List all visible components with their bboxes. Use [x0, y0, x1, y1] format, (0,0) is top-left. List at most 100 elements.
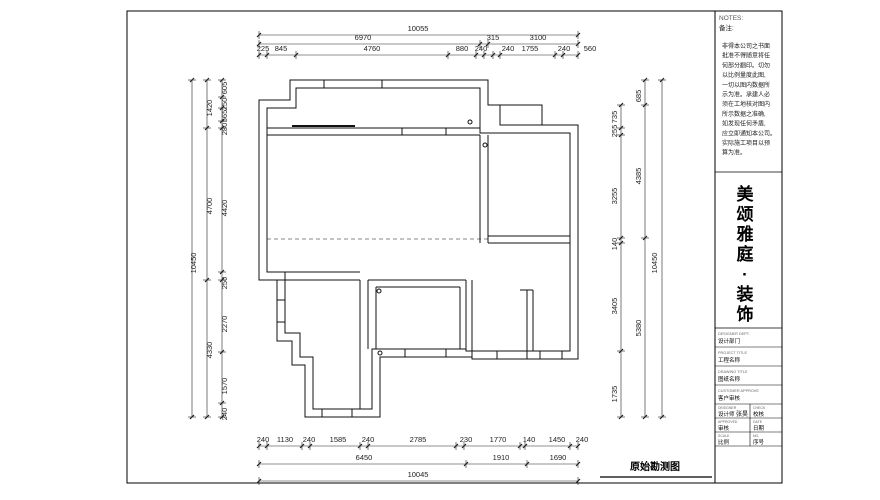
sign-label-en: DESIGNER: [718, 406, 737, 410]
brand-char: ·: [742, 265, 748, 284]
notes-line: 须在工地核对图内: [722, 100, 770, 108]
inner-wall: [266, 87, 571, 410]
sign-label-cn: 校核: [753, 410, 765, 418]
dim-bottom-row1: 1130: [277, 435, 293, 444]
dim-top-row3: 240: [502, 44, 515, 53]
dim-bottom-row1: 1585: [330, 435, 347, 444]
brand-char: 雅: [736, 224, 754, 244]
dim-left-inner: 240: [220, 408, 229, 421]
dim-top-row3: 1755: [522, 44, 539, 53]
title-block-label-cn: 图纸名称: [718, 375, 741, 383]
window: [321, 408, 353, 418]
dim-top-row3: 240: [475, 44, 488, 53]
dim-top-row3: 880: [456, 44, 469, 53]
dim-bottom-row1: 240: [257, 435, 270, 444]
dim-left-inner: 2270: [220, 316, 229, 333]
dim-left-mid: 1420: [205, 100, 214, 117]
dim-right-inner: 735: [610, 111, 619, 124]
dim-left-mid: 4700: [205, 198, 214, 215]
dim-bottom-row1: 230: [460, 435, 473, 444]
dim-left-inner: 1570: [220, 378, 229, 395]
dim-right-mid: 685: [634, 90, 643, 103]
dim-bottom-row1: 2785: [410, 435, 427, 444]
window: [404, 348, 447, 358]
dim-bottom-row1: 1770: [490, 435, 507, 444]
title-block-label-en: DRAWING TITLE: [718, 370, 748, 374]
brand-char: 庭: [737, 244, 754, 264]
notes-line: 非得本公司之书面: [722, 42, 770, 50]
dim-left-inner: 4420: [220, 200, 229, 217]
sign-label-cn: 设计师: [718, 410, 735, 418]
dim-left-inner: 565: [220, 110, 229, 123]
notes-text: 非得本公司之书面批准不得随意将任何部分翻印。切勿以比例量度此图,一切以图内数据所…: [722, 42, 776, 157]
dim-left-inner: 280: [220, 123, 229, 136]
dim-left-outer: 10450: [189, 253, 198, 274]
sheet-frame: [126, 10, 783, 484]
notes-line: 何部分翻印。切勿: [722, 61, 770, 69]
title-block-label-cn: 设计部门: [718, 337, 740, 345]
dim-top-row2: 6970: [355, 33, 372, 42]
sign-label-en: CHECK: [753, 406, 766, 410]
notes-panel: NOTES: 备注: 非得本公司之书面批准不得随意将任何部分翻印。切勿以比例量度…: [719, 15, 776, 157]
dim-left-inner: 250: [220, 98, 229, 111]
dim-right-inner: 140: [610, 238, 619, 251]
dim-bottom-row1: 240: [576, 435, 589, 444]
dim-left-mid: 4330: [205, 342, 214, 359]
sign-label-cn: 审核: [718, 424, 730, 432]
outer-wall: [258, 79, 579, 418]
dim-top-row3: 4760: [364, 44, 381, 53]
window: [496, 350, 528, 360]
brand-char: 饰: [737, 304, 754, 324]
dim-top-total: 10055: [408, 24, 429, 33]
brand-char: 颂: [737, 205, 754, 224]
sign-label-cn: 比例: [718, 438, 730, 446]
notes-line: 实际施工项目以预: [722, 139, 770, 147]
dim-right-inner: 3405: [610, 298, 619, 315]
title-block-label-en: PROJECT TITLE: [718, 351, 747, 355]
dim-bottom-total: 10045: [408, 470, 429, 479]
notes-line: 示为准。承建人必: [722, 91, 770, 99]
window: [401, 127, 447, 136]
dim-bottom-row1: 140: [523, 435, 536, 444]
drawing-title-block: 原始勘测图: [600, 460, 712, 478]
designer-name: 张昊: [736, 410, 748, 418]
dimension-labels: 10055 6970 315 3100 225 845 4760 880 240…: [189, 24, 659, 479]
sign-label-en: NO.: [753, 434, 759, 438]
title-block-label-en: CUSTOMER APPROVE: [718, 389, 759, 393]
dim-bottom-row1: 1450: [549, 435, 566, 444]
window: [539, 350, 563, 360]
sign-label-en: SCALE: [718, 434, 730, 438]
dim-right-outer: 10450: [650, 253, 659, 274]
notes-line: 一切以图内数据所: [722, 81, 770, 89]
brand-char: 美: [737, 184, 755, 204]
window: [499, 104, 543, 126]
notes-line: 所示数据之准确,: [722, 110, 766, 118]
dim-top-row3: 845: [275, 44, 288, 53]
dim-bottom-row2: 6450: [356, 453, 373, 462]
dim-top-row3: 560: [584, 44, 597, 53]
pipe-marker: [377, 350, 383, 356]
dim-bottom-row1: 240: [362, 435, 375, 444]
notes-line: 算为准。: [722, 149, 746, 157]
sign-label-cn: 日期: [753, 425, 765, 432]
dim-left-inner: 250: [220, 277, 229, 290]
dim-left-inner: 605: [220, 82, 229, 95]
dim-right-mid: 4385: [634, 168, 643, 185]
pipe-marker: [376, 288, 382, 294]
dim-right-inner: 3255: [610, 188, 619, 205]
dim-top-row2: 3100: [530, 33, 547, 42]
brand-char: 装: [736, 284, 754, 304]
title-block-label-en: DESIGNER DEPT.: [718, 332, 750, 336]
window: [323, 79, 383, 89]
notes-header-en: NOTES:: [719, 15, 743, 22]
dim-right-inner: 255: [610, 125, 619, 138]
window: [276, 299, 286, 323]
dim-bottom-row2: 1690: [550, 453, 567, 462]
dim-right-inner: 1735: [610, 386, 619, 403]
dim-top-row3: 240: [558, 44, 571, 53]
sign-label-en: DATE: [753, 420, 763, 424]
notes-line: 如发现任何矛盾,: [722, 120, 766, 128]
